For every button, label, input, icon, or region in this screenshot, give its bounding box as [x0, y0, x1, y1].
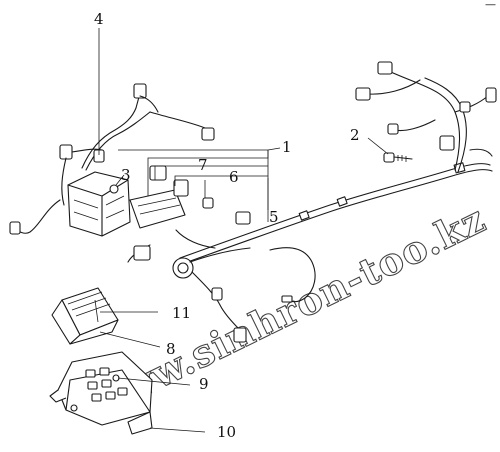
grommet [172, 257, 194, 279]
relay [117, 387, 128, 396]
connector [387, 123, 399, 135]
leader-lines [98, 28, 281, 433]
relay [85, 369, 96, 378]
connector [485, 87, 497, 103]
callout-8: 8 [166, 340, 176, 358]
relay [99, 367, 110, 376]
relay [101, 379, 112, 388]
connector [377, 61, 393, 75]
part-3-washer [109, 184, 119, 194]
callout-4: 4 [94, 10, 104, 28]
part-10-relay-bracket [49, 351, 153, 435]
connector [355, 87, 371, 101]
right-branch-harness [355, 61, 497, 173]
callout-11: 11 [172, 304, 191, 322]
callout-labels: 4 1 2 3 7 6 5 11 8 9 10 — [94, 0, 496, 441]
callout-7: 7 [198, 156, 208, 174]
relay [87, 381, 98, 390]
connector [439, 135, 455, 151]
callout-6: 6 [229, 168, 239, 186]
corner-mark: — [485, 0, 496, 11]
callout-5: 5 [269, 208, 279, 226]
relay [91, 393, 102, 402]
relay [105, 391, 116, 400]
callout-2: 2 [350, 126, 360, 144]
part-11-relay-cover [51, 287, 119, 345]
callout-9: 9 [199, 375, 209, 393]
main-harness [179, 162, 493, 265]
connector [459, 101, 471, 113]
callout-3: 3 [121, 166, 131, 184]
central-connector-cluster [109, 165, 316, 343]
callout-10: 10 [217, 423, 236, 441]
part-6-bolt [202, 197, 214, 209]
part-2-bolt [367, 137, 413, 163]
callout-1: 1 [282, 138, 292, 156]
